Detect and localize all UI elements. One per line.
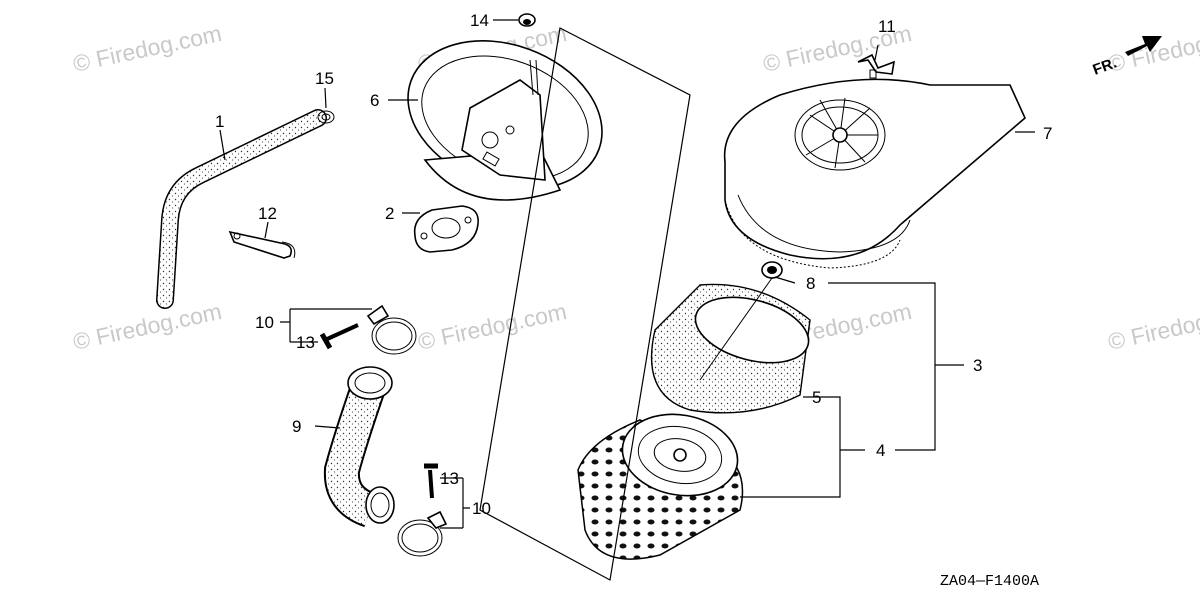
- callout-3: 3: [973, 356, 982, 375]
- callout-10a: 10: [255, 313, 274, 332]
- callout-9: 9: [292, 417, 301, 436]
- part-8-grommet: [761, 261, 783, 279]
- part-2-gasket: [413, 205, 479, 253]
- part-6-base: [407, 40, 603, 201]
- watermark-8: © Firedog.com: [1106, 298, 1200, 355]
- callout-13a: 13: [296, 333, 315, 352]
- leader-lines: [219, 19, 1035, 529]
- watermark-4: © Firedog.com: [1106, 20, 1200, 77]
- part-1-tube: [156, 109, 327, 309]
- figure-code: ZA04—F1400A: [940, 573, 1039, 590]
- callout-15: 15: [315, 69, 334, 88]
- part-12-bracket: [228, 230, 296, 259]
- watermark-5: © Firedog.com: [71, 298, 224, 355]
- callout-layer: 1 2 3 4 5 6 7 8 9 10 10 11 12 13 13 14 1…: [215, 11, 1052, 518]
- part-5-foam: [650, 283, 811, 414]
- callout-1: 1: [215, 112, 224, 131]
- part-13-bolt-lower: [424, 463, 438, 499]
- watermark-layer: © Firedog.com © Firedog.com © Firedog.co…: [71, 20, 1200, 355]
- callout-2: 2: [385, 204, 394, 223]
- watermark-6: © Firedog.com: [416, 298, 569, 355]
- callout-4: 4: [876, 441, 885, 460]
- part-14-nut: [518, 13, 536, 27]
- cover-vanes: [805, 97, 878, 169]
- part-9-elbow: [323, 366, 395, 528]
- part-7-cover: [723, 78, 1026, 269]
- callout-11: 11: [878, 17, 896, 36]
- part-13-bolt-upper: [319, 323, 359, 350]
- watermark-1: © Firedog.com: [71, 20, 224, 77]
- callout-13b: 13: [440, 469, 459, 488]
- part-15-clip: [317, 110, 335, 124]
- callout-7: 7: [1043, 124, 1052, 143]
- part-11-wing-nut: [857, 53, 896, 79]
- callout-14: 14: [470, 11, 489, 30]
- callout-10b: 10: [472, 499, 491, 518]
- part-4-paper-element: [577, 413, 744, 560]
- callout-8: 8: [806, 274, 815, 293]
- part-10-clamp-upper: [366, 304, 417, 355]
- group-outline: [479, 27, 691, 581]
- callout-12: 12: [258, 204, 277, 223]
- callout-6: 6: [370, 91, 379, 110]
- part-10-clamp-lower: [397, 510, 448, 557]
- callout-5: 5: [812, 388, 821, 407]
